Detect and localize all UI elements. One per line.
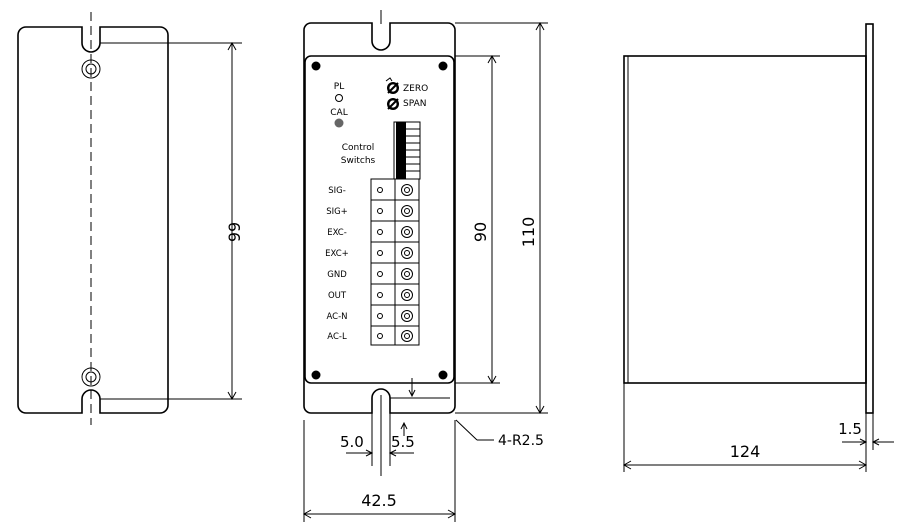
zero-label: ZERO	[403, 84, 428, 94]
cal-indicator-label: CAL	[330, 108, 347, 118]
terminal-label-out: OUT	[328, 291, 347, 301]
corner-screw	[311, 61, 321, 71]
corner-screw	[311, 370, 321, 380]
mounting-hole-bottom-inner	[85, 371, 97, 383]
side-body-outline	[623, 55, 867, 384]
terminal-label-ac-l: AC-L	[327, 332, 347, 342]
dimension-42-5: 42.5	[361, 491, 397, 510]
corner-screw	[438, 370, 448, 380]
dimension-99: 99	[225, 222, 244, 242]
terminal-label-exc-minus: EXC-	[327, 228, 347, 238]
switches-label-line1: Control	[342, 143, 375, 153]
terminal-block	[370, 178, 420, 346]
dimension-5-0: 5.0	[340, 433, 364, 451]
dimension-124: 124	[730, 442, 761, 461]
mounting-hole-top-inner	[85, 63, 97, 75]
terminal-label-sig-minus: SIG-	[328, 186, 346, 196]
pl-led	[335, 94, 343, 102]
span-label: SPAN	[403, 99, 426, 109]
terminal-label-ac-n: AC-N	[326, 312, 347, 322]
pl-indicator-label: PL	[334, 82, 344, 92]
dimension-1-5: 1.5	[838, 420, 862, 438]
cal-led	[334, 118, 344, 128]
front-panel-inner	[304, 55, 455, 384]
front-panel-view: PL CAL ZERO SPAN Control S	[302, 10, 548, 522]
corner-radius-note: 4-R2.5	[498, 433, 544, 449]
dimension-110: 110	[519, 217, 538, 248]
side-view: 124 1.5	[622, 23, 894, 472]
terminal-label-sig-plus: SIG+	[326, 207, 348, 217]
dimension-5-5: 5.5	[391, 433, 415, 451]
back-plate-outline	[17, 26, 169, 414]
span-potentiometer-icon	[387, 98, 399, 110]
terminal-label-exc-plus: EXC+	[325, 249, 349, 259]
front-plate-outline	[303, 22, 456, 414]
mounting-hole-top	[81, 59, 101, 79]
dip-switch-block	[393, 121, 421, 180]
back-plate-view: 99	[17, 12, 244, 425]
terminal-label-gnd: GND	[327, 270, 347, 280]
switches-label-line2: Switchs	[341, 156, 376, 166]
side-flange	[865, 23, 874, 414]
zero-potentiometer-icon	[385, 77, 399, 94]
mounting-hole-bottom	[81, 367, 101, 387]
corner-screw	[438, 61, 448, 71]
dimension-90: 90	[471, 222, 490, 242]
